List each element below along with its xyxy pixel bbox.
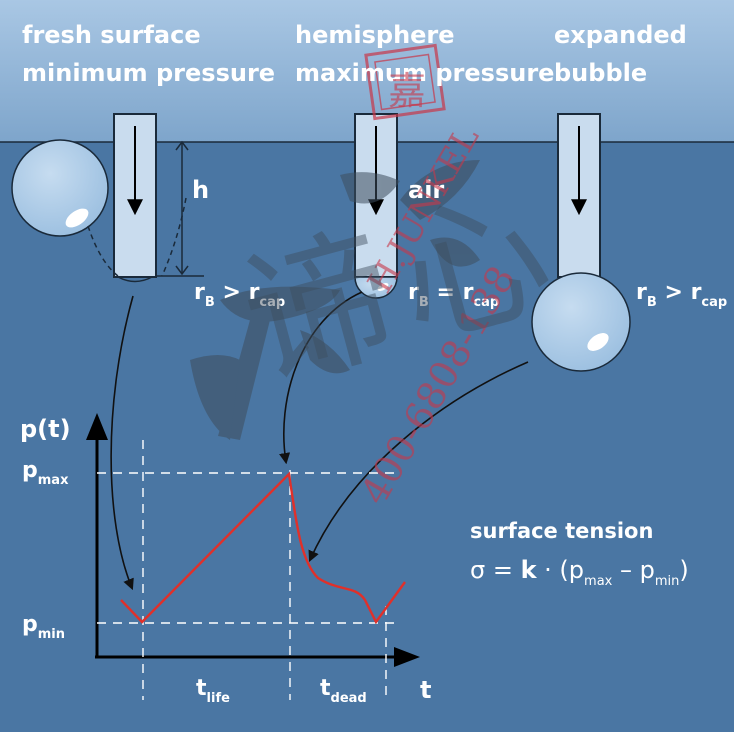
label-p-min: pmin: [22, 612, 66, 642]
label-expanded: expanded: [554, 21, 687, 49]
y-axis-arrowhead: [86, 413, 108, 440]
bubble-expanded-highlight: [587, 333, 609, 351]
label-hemisphere: hemisphere: [295, 21, 455, 49]
pointer-arrow-hemisphere: [279, 291, 363, 465]
label-minimum-pressure: minimum pressure: [22, 59, 276, 87]
y-axis-label: p(t): [20, 415, 71, 443]
label-maximum-pressure: maximum pressure: [295, 59, 555, 87]
label-t-life: tlife: [196, 676, 230, 706]
formula-title: surface tension: [470, 519, 654, 543]
surface-tension-formula: σ = k · (pmax – pmin): [470, 556, 689, 589]
pressure-curve: [120, 471, 406, 625]
pointer-arrow-fresh: [110, 295, 134, 591]
bubble-expanded: [531, 272, 631, 372]
bubble-hemisphere-highlight: [377, 283, 389, 291]
label-fresh-surface: fresh surface: [22, 21, 201, 49]
relation-fresh: rB > rcap: [194, 280, 286, 310]
pointer-arrow-expanded: [308, 361, 529, 563]
label-t-dead: tdead: [320, 676, 367, 706]
watermark-seal-text: 嘉: [388, 69, 427, 113]
label-h: h: [192, 176, 210, 204]
watermark-seal: [364, 43, 446, 121]
h-dimension-tick-top: [175, 140, 189, 151]
bubble-fresh-highlight: [65, 208, 89, 228]
h-dimension-tick-bottom: [175, 265, 189, 276]
bubble-detach-dashed: [87, 225, 119, 277]
bubble-fresh-surface: [11, 139, 109, 237]
capillary-1-meniscus: [117, 276, 153, 283]
label-bubble: bubble: [554, 59, 648, 87]
relation-expanded: rB > rcap: [636, 280, 728, 310]
label-p-max: pmax: [22, 458, 69, 488]
h-dashed-arc: [161, 197, 187, 277]
x-axis-label: t: [420, 676, 432, 704]
relation-hemisphere: rB = rcap: [408, 280, 500, 310]
label-air: air: [408, 176, 445, 204]
x-axis-arrowhead: [394, 647, 420, 667]
bubble-hemisphere: [354, 276, 398, 299]
watermark-brush-strokes: [190, 160, 480, 440]
